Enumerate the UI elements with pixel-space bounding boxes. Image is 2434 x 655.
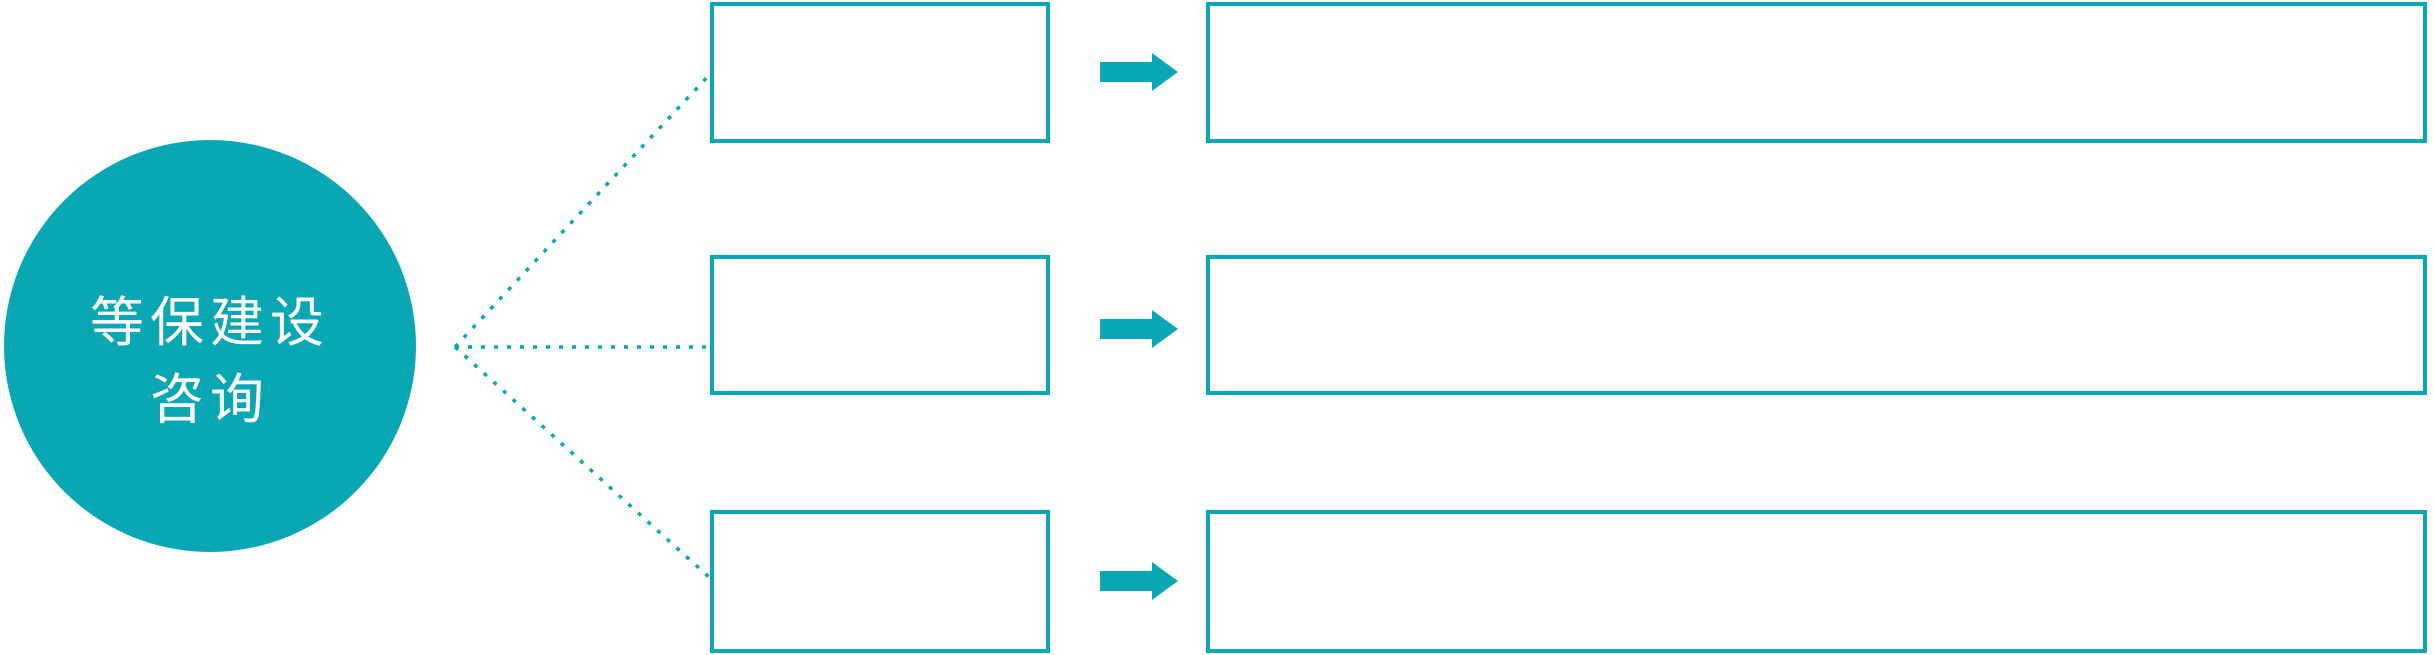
step-box-2-label xyxy=(714,259,1046,391)
dotted-connector-bottom xyxy=(453,345,712,580)
panel-box-3-label xyxy=(1210,514,2423,649)
panel-box-1 xyxy=(1206,2,2427,143)
arrow-right-icon xyxy=(1100,53,1178,91)
step-box-1 xyxy=(710,2,1050,143)
hub-circle: 等保建设咨询 xyxy=(4,140,416,552)
dotted-connector-top xyxy=(453,70,714,349)
step-box-1-label xyxy=(714,6,1046,139)
step-box-3-label xyxy=(714,514,1046,649)
panel-box-2 xyxy=(1206,255,2427,395)
hub-label-line2: 咨询 xyxy=(150,370,270,430)
hub-label-line1: 等保建设 xyxy=(90,293,330,354)
step-box-3 xyxy=(710,510,1050,653)
hub-label: 等保建设咨询 xyxy=(90,285,330,438)
panel-box-3 xyxy=(1206,510,2427,653)
panel-box-2-label xyxy=(1210,259,2423,391)
arrow-right-icon xyxy=(1100,562,1178,600)
arrow-right-icon xyxy=(1100,310,1178,348)
panel-box-1-label xyxy=(1210,6,2423,139)
step-box-2 xyxy=(710,255,1050,395)
